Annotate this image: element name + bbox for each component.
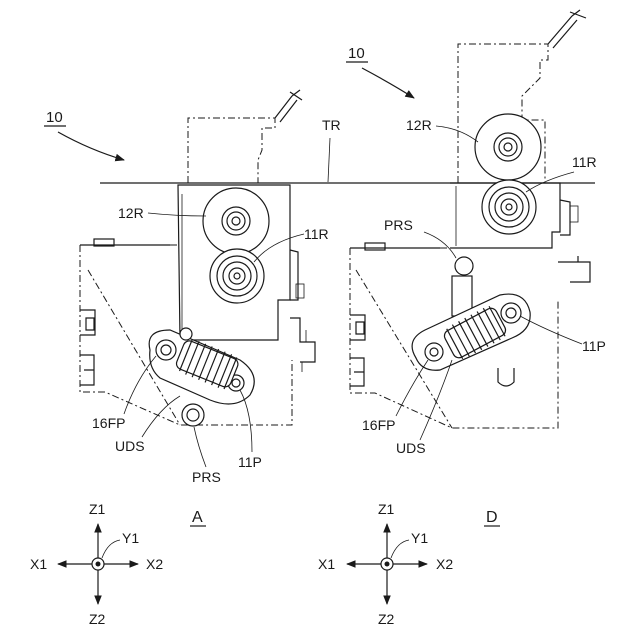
axis-x2-left: X2 xyxy=(146,556,163,572)
axis-z2-right: Z2 xyxy=(378,611,395,627)
spring-assembly-left xyxy=(149,330,254,404)
label-11r-right: 11R xyxy=(572,154,597,170)
axis-z1-left: Z1 xyxy=(89,501,106,517)
label-uds-left: UDS xyxy=(115,438,145,454)
spring-assembly-right xyxy=(412,294,530,370)
axis-indicator-right: Z1 Z2 X1 X2 Y1 xyxy=(318,501,453,627)
label-uds-right: UDS xyxy=(396,440,426,456)
axis-y1-left: Y1 xyxy=(122,530,139,546)
label-16fp-right: 16FP xyxy=(362,417,395,433)
axis-x1-right: X1 xyxy=(318,556,335,572)
label-prs-left: PRS xyxy=(192,469,221,485)
label-11r-left: 11R xyxy=(304,226,329,242)
label-11p-left: 11P xyxy=(238,454,262,470)
view-label-a: A xyxy=(192,509,203,526)
label-11p-right: 11P xyxy=(582,338,606,354)
ref-10-right: 10 xyxy=(348,45,365,62)
label-12r-right: 12R xyxy=(406,117,432,133)
label-prs-right: PRS xyxy=(384,217,413,233)
label-12r-left: 12R xyxy=(118,205,144,221)
axis-z2-left: Z2 xyxy=(89,611,106,627)
ref-10-left: 10 xyxy=(46,109,63,126)
axis-x2-right: X2 xyxy=(436,556,453,572)
label-tr: TR xyxy=(322,117,341,133)
device-left xyxy=(80,90,315,426)
axis-x1-left: X1 xyxy=(30,556,47,572)
axis-indicator-left: Z1 Z2 X1 X2 Y1 xyxy=(30,501,163,627)
view-label-d: D xyxy=(486,509,498,526)
axis-z1-right: Z1 xyxy=(378,501,395,517)
axis-y1-right: Y1 xyxy=(411,530,428,546)
label-16fp-left: 16FP xyxy=(92,415,125,431)
